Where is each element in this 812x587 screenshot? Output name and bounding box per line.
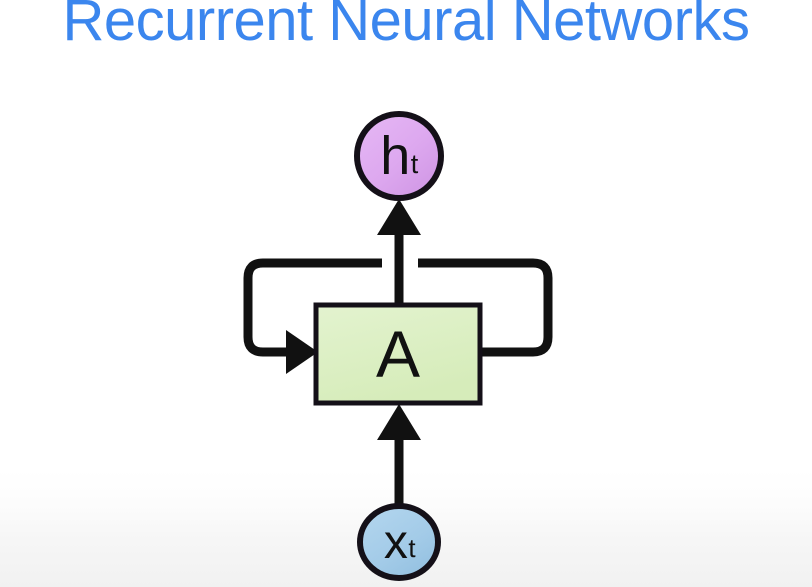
recurrent-loop-right-segment: [418, 258, 553, 357]
input-node-xt[interactable]: [357, 503, 441, 581]
input-node-label-main: x: [383, 515, 408, 569]
recurrent-loop-edge: [243, 258, 553, 374]
cell-node-label-main: A: [375, 317, 421, 391]
recurrent-loop-arrowhead: [286, 330, 318, 374]
cell-node-label: A: [316, 305, 480, 403]
output-node-label-subscript: t: [410, 149, 419, 180]
output-node-label-main: h: [380, 126, 411, 186]
cell-to-output-arrowhead: [377, 199, 421, 235]
page-title: Recurrent Neural Networks: [62, 0, 750, 53]
input-to-cell-edge: [377, 404, 421, 512]
input-node-label-subscript: t: [408, 535, 416, 564]
recurrent-loop-left-segment: [243, 258, 382, 357]
cell-node-a[interactable]: [313, 302, 483, 406]
input-to-cell-arrowhead: [377, 404, 421, 440]
output-node-ht[interactable]: [354, 111, 444, 201]
